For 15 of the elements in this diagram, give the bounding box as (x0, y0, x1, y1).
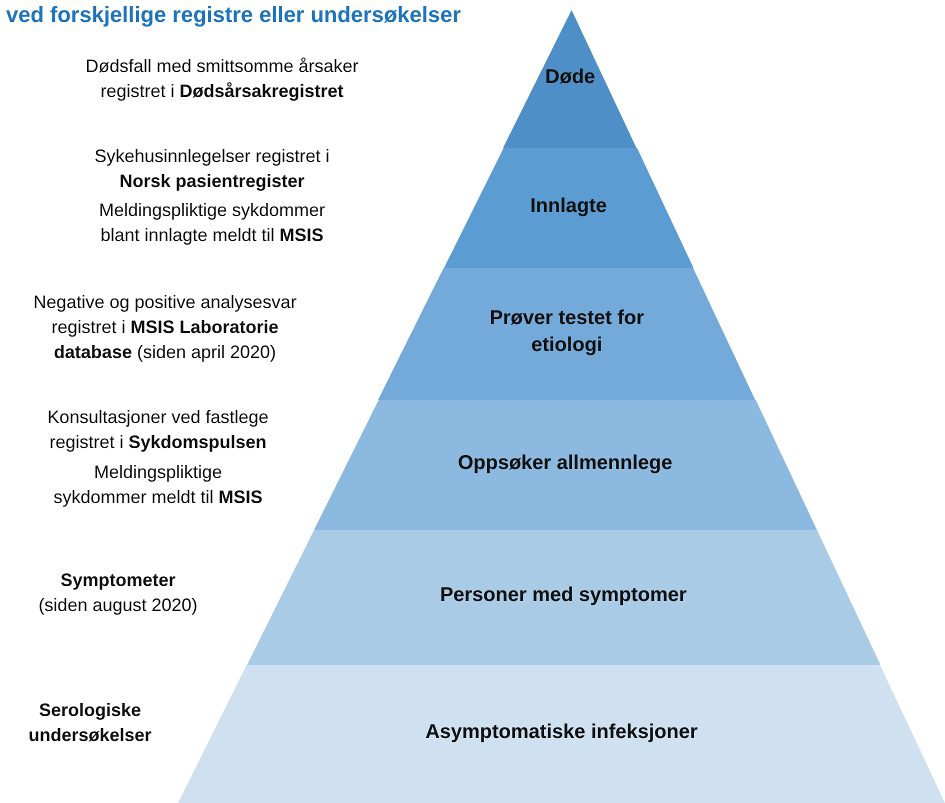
register-description: Negative og positive analysesvar registret i MSIS Laboratorie database (siden april 2020) (32, 291, 298, 364)
register-description: Symptometer (siden august 2020) (37, 569, 199, 618)
level-label: Oppsøker allmennlege (456, 450, 674, 476)
register-description: Konsultasjoner ved fastlege registret i Sykdomspulsen (46, 406, 270, 454)
level-label: Innlagte (529, 194, 608, 218)
register-description: Meldingspliktige sykdommer blant innlagte meldt til MSIS (98, 199, 326, 248)
register-description: Sykehusinnlegelser registret i Norsk pasientregister (93, 145, 331, 194)
level-label: Asymptomatiske infeksjoner (424, 720, 699, 744)
register-description: Serologiske undersøkelser (27, 699, 153, 748)
register-description: Dødsfall med smittsomme årsaker registret i Dødsårsakregistret (84, 55, 360, 104)
level-label: Døde (544, 64, 596, 90)
register-description: Meldingspliktige sykdommer meldt til MSIS (53, 461, 263, 510)
level-label: Prøver testet for etiologi (488, 306, 646, 358)
level-label: Personer med symptomer (438, 583, 688, 608)
title: ved forskjellige registre eller undersøkelser (6, 2, 461, 28)
